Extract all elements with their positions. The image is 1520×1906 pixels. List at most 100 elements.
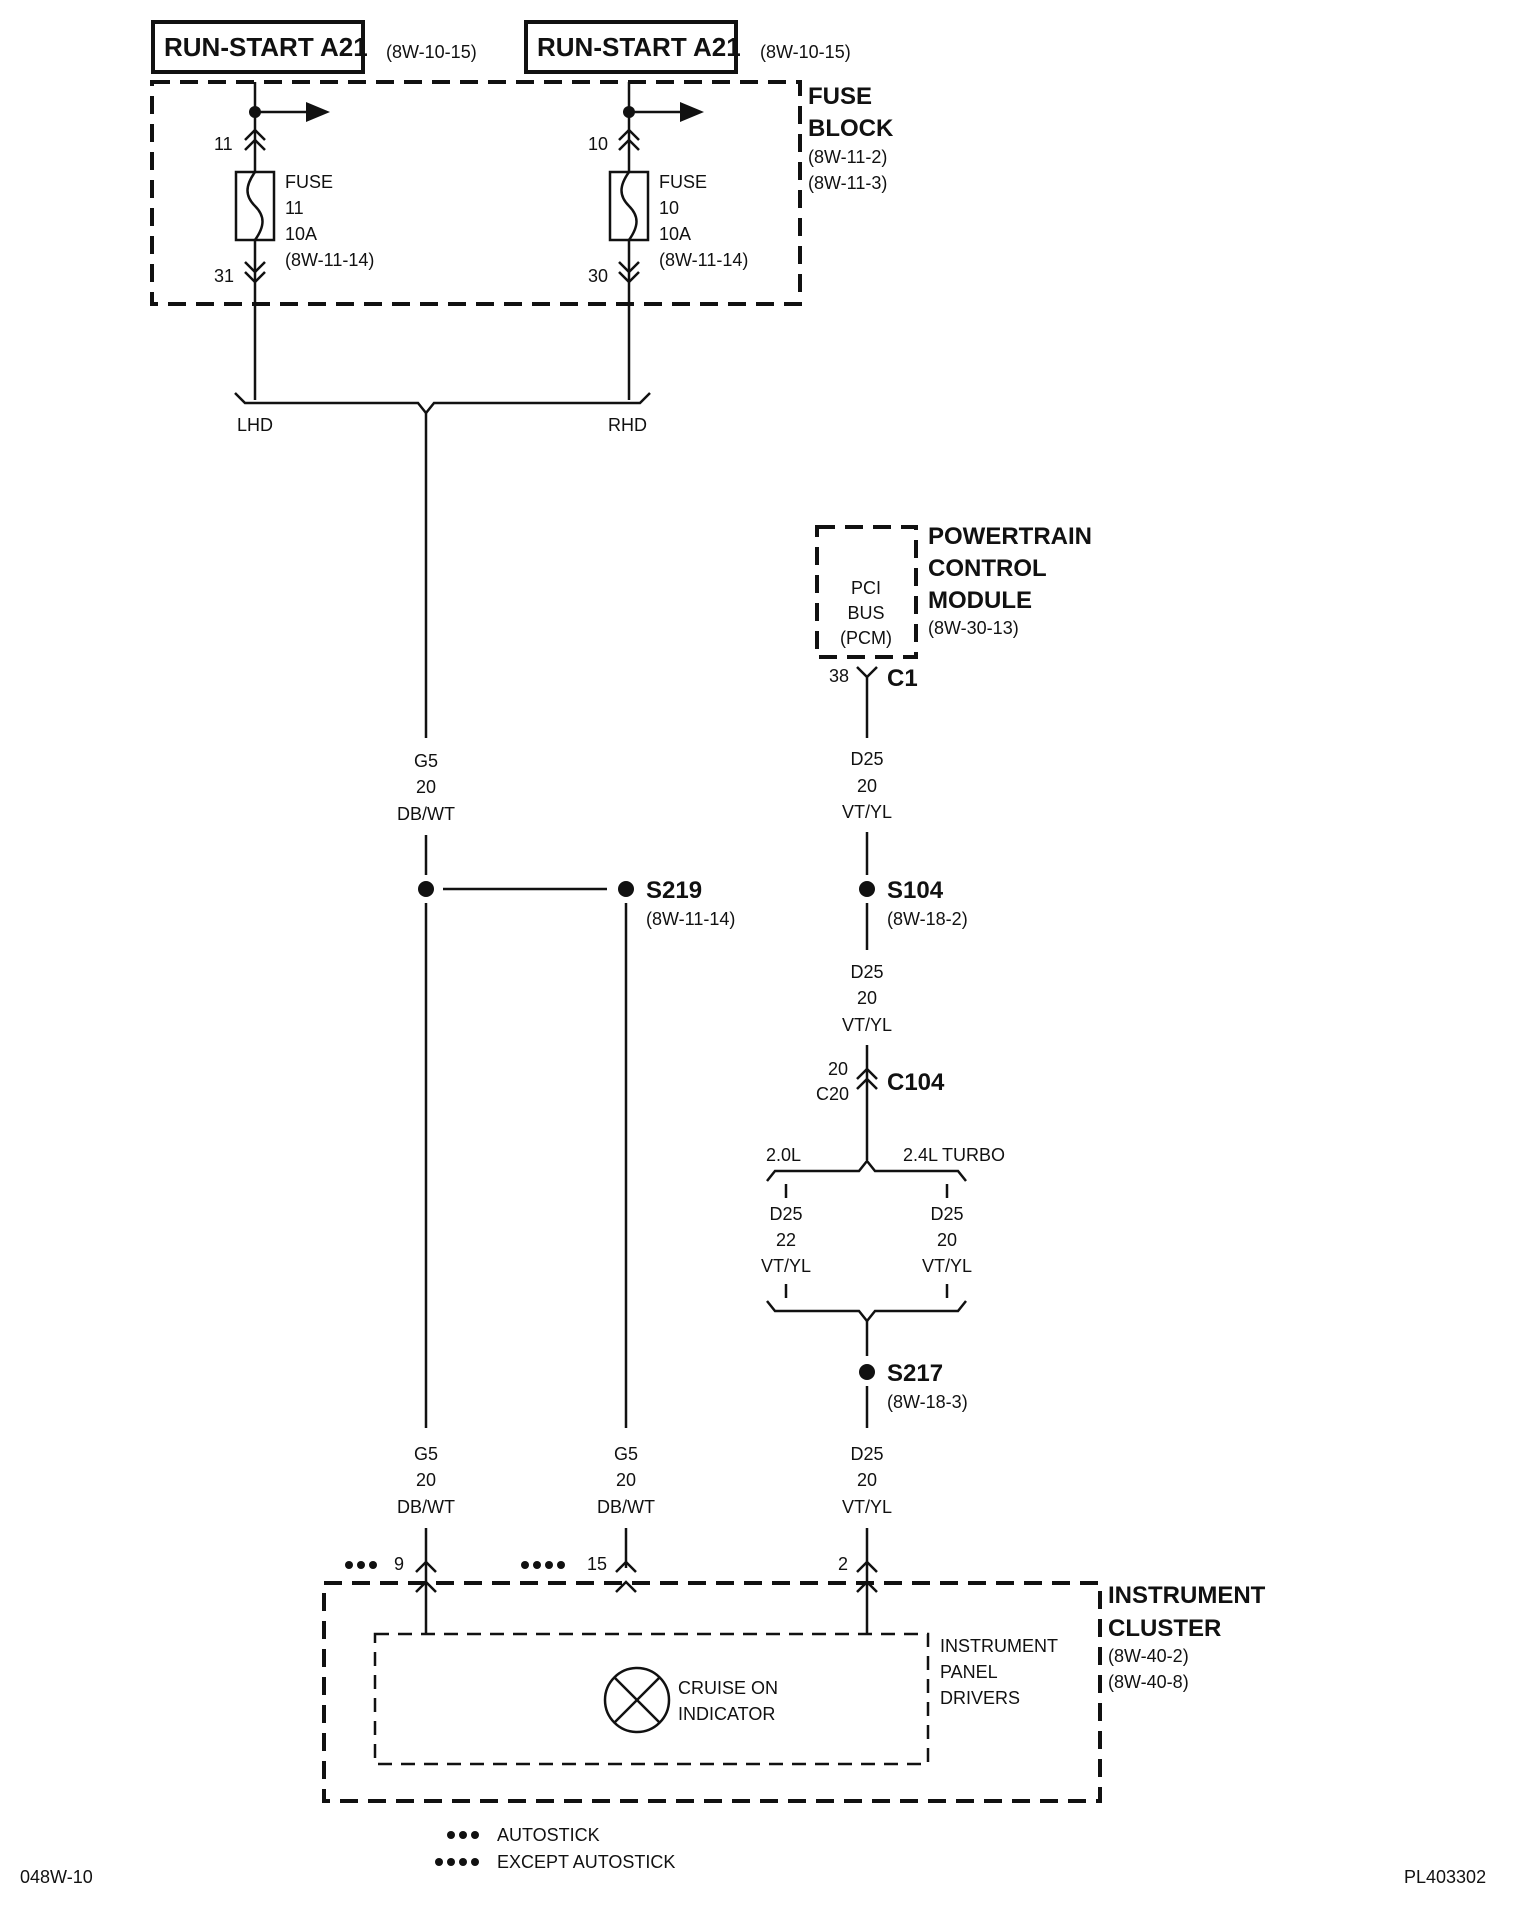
- pin-9-label: 9: [394, 1554, 404, 1574]
- pcm-title-3: MODULE: [928, 587, 1032, 614]
- power-source-left-label: RUN-START A21: [164, 32, 368, 62]
- cluster-ref-1: (8W-40-2): [1108, 1646, 1189, 1666]
- splice-s217-ref: (8W-18-3): [887, 1392, 968, 1412]
- d25-bottom-code: D25: [850, 1444, 883, 1464]
- d25-mid-color: VT/YL: [842, 1015, 892, 1035]
- fuse-block-title-2: BLOCK: [808, 115, 894, 142]
- cluster-pin-15: 15: [521, 1554, 637, 1593]
- splice-s219-left-dot: [418, 881, 434, 897]
- fuse-11-in-connector-icon: [244, 128, 266, 151]
- g5-left-gauge: 20: [416, 1470, 436, 1490]
- fuse-10-label-1: FUSE: [659, 172, 707, 192]
- cluster-ref-2: (8W-40-8): [1108, 1672, 1189, 1692]
- d25-bottom-wire: D25 20 VT/YL: [842, 1386, 892, 1634]
- fuse-10-branch-arrow-icon: [680, 102, 704, 122]
- power-source-right-ref: (8W-10-15): [760, 42, 851, 62]
- g5-left-color: DB/WT: [397, 1497, 455, 1517]
- engine-option-top-brace-icon: [766, 1158, 967, 1182]
- option-lhd-label: LHD: [237, 415, 273, 435]
- splice-s104-name: S104: [887, 877, 944, 904]
- power-source-left-ref: (8W-10-15): [386, 42, 477, 62]
- splice-s104-dot: [859, 881, 875, 897]
- fuse-10: 10 30 FUSE 10 10A (8W-11-14): [588, 82, 748, 400]
- splice-s217-name: S217: [887, 1360, 943, 1387]
- splice-s217: S217 (8W-18-3): [859, 1360, 968, 1412]
- pin-9-connector-icon: [415, 1560, 437, 1593]
- fuse-block-ref-2: (8W-11-3): [808, 173, 887, 193]
- pcm-title-1: POWERTRAIN: [928, 523, 1092, 550]
- splice-s104-ref: (8W-18-2): [887, 909, 968, 929]
- powertrain-control-module: PCI BUS (PCM) POWERTRAIN CONTROL MODULE …: [815, 523, 1092, 692]
- fuse-10-out-pin: 30: [588, 266, 608, 286]
- pcm-inner-3: (PCM): [840, 628, 892, 648]
- footer-page-code: 048W-10: [20, 1867, 93, 1887]
- indicator-label-2: INDICATOR: [678, 1704, 775, 1724]
- pcm-connector-name: C1: [887, 665, 918, 692]
- lhd-rhd-option-brace: LHD RHD: [234, 392, 651, 435]
- fuse-11: 11 31 FUSE 11 10A (8W-11-14): [214, 82, 374, 400]
- fuse-11-element-icon: [246, 171, 264, 241]
- power-source-right-label: RUN-START A21: [537, 32, 741, 62]
- d25-24l-color: VT/YL: [922, 1256, 972, 1276]
- cluster-title-1: INSTRUMENT: [1108, 1582, 1266, 1609]
- d25-pcm-code: D25: [850, 749, 883, 769]
- fuse-11-out-pin: 31: [214, 266, 234, 286]
- legend-except-autostick: EXCEPT AUTOSTICK: [497, 1852, 675, 1872]
- fuse-10-in-pin: 10: [588, 134, 608, 154]
- d25-pcm-wire: D25 20 VT/YL: [842, 677, 892, 875]
- d25-24l-gauge: 20: [937, 1230, 957, 1250]
- fuse-11-in-pin: 11: [214, 134, 233, 154]
- power-source-left: RUN-START A21 (8W-10-15): [151, 20, 477, 74]
- instrument-panel-drivers-box: [373, 1632, 930, 1766]
- engine-option-left: 2.0L: [766, 1145, 801, 1165]
- splice-s219-ref: (8W-11-14): [646, 909, 735, 929]
- footer-drawing-id: PL403302: [1404, 1867, 1486, 1887]
- fuse-block-ref-1: (8W-11-2): [808, 147, 887, 167]
- d25-bottom-gauge: 20: [857, 1470, 877, 1490]
- g5-main-color: DB/WT: [397, 804, 455, 824]
- splice-s219-dot: [618, 881, 634, 897]
- drivers-label-2: PANEL: [940, 1662, 998, 1682]
- g5-left-code: G5: [414, 1444, 438, 1464]
- fuse-block: FUSE BLOCK (8W-11-2) (8W-11-3): [150, 80, 894, 306]
- legend-autostick: AUTOSTICK: [497, 1825, 600, 1845]
- fuse-11-label-1: FUSE: [285, 172, 333, 192]
- fuse-11-out-connector-icon: [244, 261, 266, 284]
- d25-24l-code: D25: [930, 1204, 963, 1224]
- g5-right-wire: G5 20 DB/WT: [597, 903, 655, 1568]
- cluster-pin-9: 9: [345, 1554, 437, 1593]
- pin-15-connector-icon: [615, 1560, 637, 1593]
- option-brace-icon: [234, 392, 651, 416]
- splice-s217-dot: [859, 1364, 875, 1380]
- option-rhd-label: RHD: [608, 415, 647, 435]
- engine-option-brace: 2.0L 2.4L TURBO D25 22 VT/YL D25 20 VT/Y…: [761, 1145, 1005, 1356]
- d25-bottom-color: VT/YL: [842, 1497, 892, 1517]
- cluster-pin-2: 2: [838, 1554, 878, 1593]
- fuse-10-element-icon: [620, 171, 638, 241]
- engine-option-bottom-brace-icon: [766, 1300, 967, 1324]
- g5-right-gauge: 20: [616, 1470, 636, 1490]
- g5-main-gauge: 20: [416, 777, 436, 797]
- splice-s219-name: S219: [646, 877, 702, 904]
- splice-s219: S219 (8W-11-14): [418, 877, 735, 929]
- g5-left-wire: G5 20 DB/WT: [397, 903, 455, 1634]
- connector-c104-pin-bottom: C20: [816, 1084, 849, 1104]
- power-source-right: RUN-START A21 (8W-10-15): [524, 20, 851, 74]
- d25-pcm-gauge: 20: [857, 776, 877, 796]
- drivers-label-3: DRIVERS: [940, 1688, 1020, 1708]
- engine-option-right: 2.4L TURBO: [903, 1145, 1005, 1165]
- d25-mid-gauge: 20: [857, 988, 877, 1008]
- pin-2-connector-icon: [856, 1560, 878, 1593]
- connector-c104-pin-top: 20: [828, 1059, 848, 1079]
- fuse-10-label-4: (8W-11-14): [659, 250, 748, 270]
- d25-20l-code: D25: [769, 1204, 802, 1224]
- legend-autostick-dots-icon: [447, 1831, 479, 1839]
- pcm-ref: (8W-30-13): [928, 618, 1019, 638]
- g5-main-code: G5: [414, 751, 438, 771]
- g5-right-color: DB/WT: [597, 1497, 655, 1517]
- fuse-11-label-3: 10A: [285, 224, 317, 244]
- splice-s104: S104 (8W-18-2): [859, 877, 968, 929]
- pcm-title-2: CONTROL: [928, 555, 1047, 582]
- pcm-pin: 38: [829, 666, 849, 686]
